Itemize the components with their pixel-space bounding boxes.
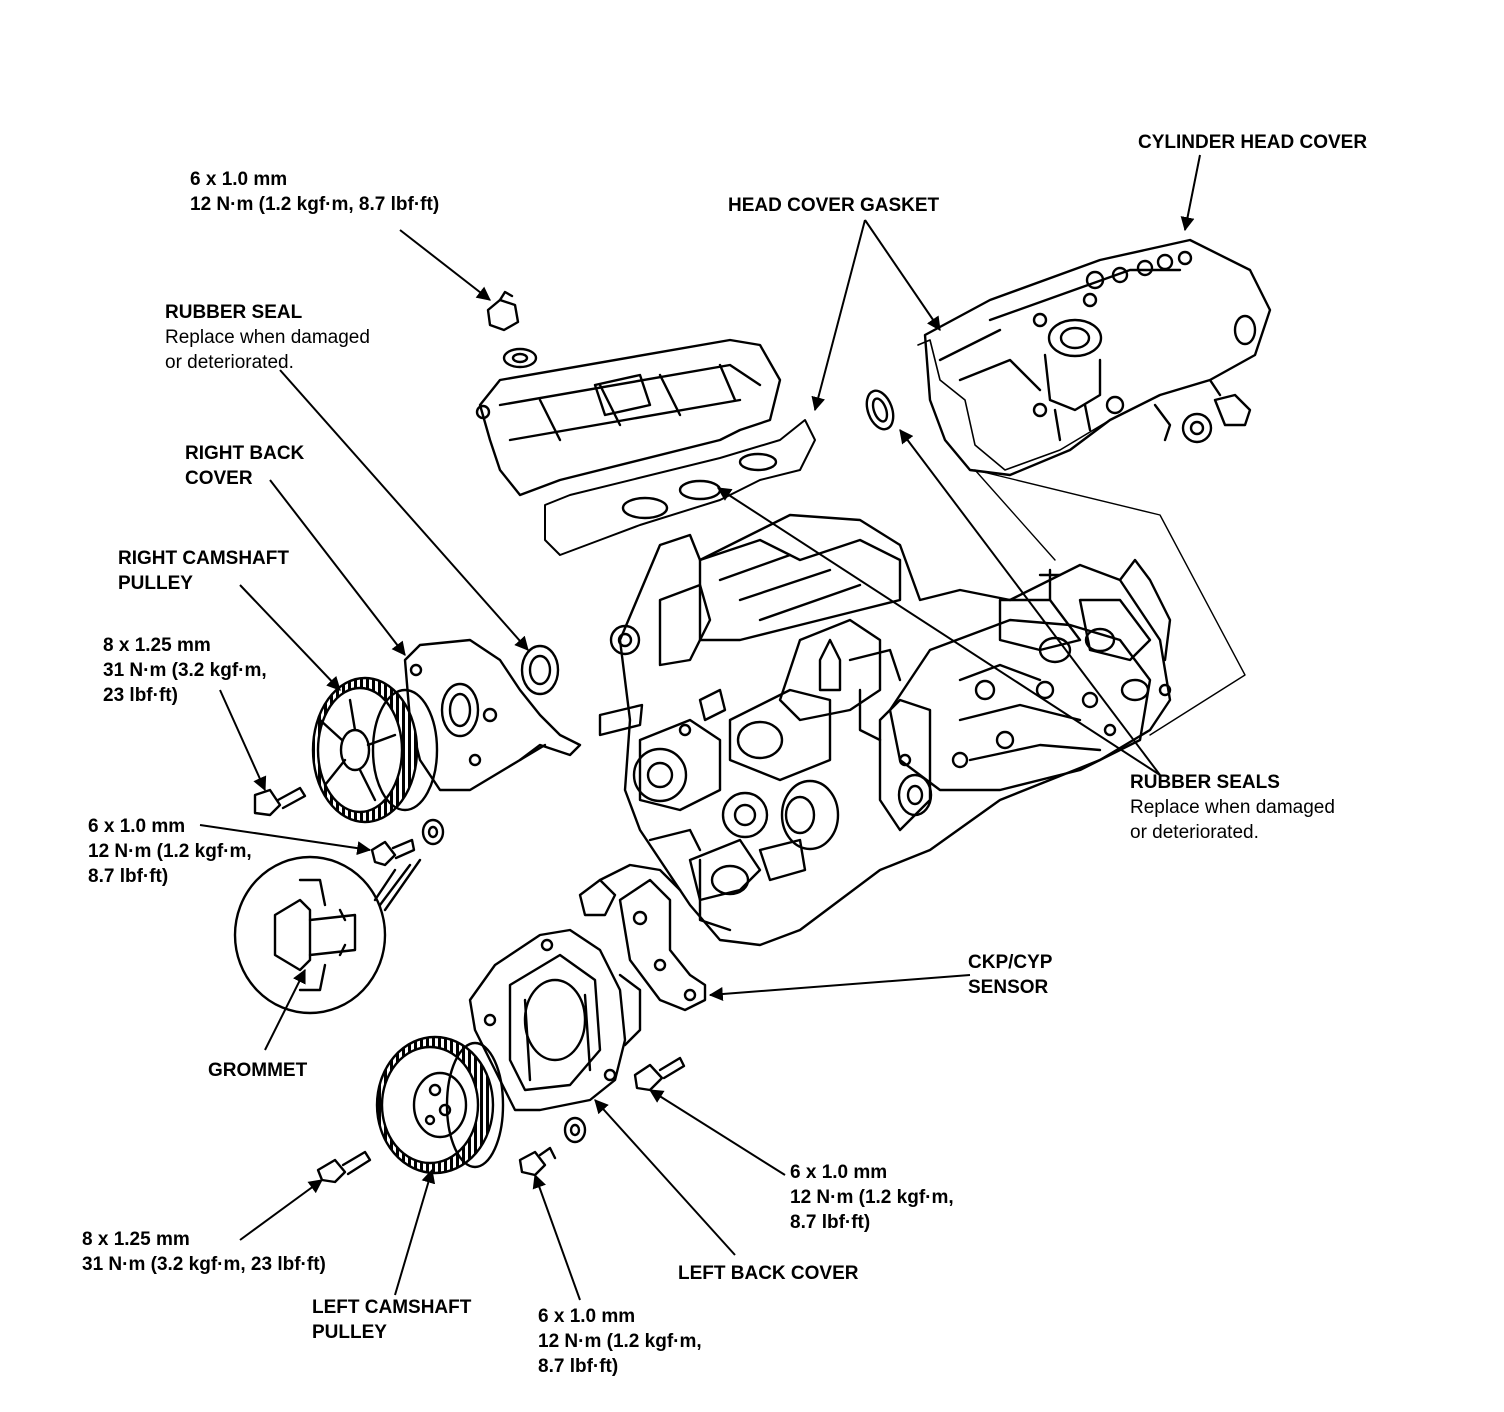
cylinder-head-cover-label: CYLINDER HEAD COVER bbox=[1138, 130, 1367, 155]
right-head-cover bbox=[475, 338, 816, 556]
part-name-text: HEAD COVER GASKET bbox=[728, 195, 940, 216]
bolt-size-text: 6 x 1.0 mm bbox=[538, 1306, 636, 1327]
torque-text: 31 N·m (3.2 kgf·m, bbox=[103, 660, 267, 681]
torque-text: 23 lbf·ft) bbox=[103, 685, 178, 706]
part-name-text: RUBBER SEAL bbox=[165, 302, 303, 323]
torque-text: 8.7 lbf·ft) bbox=[538, 1356, 619, 1377]
bolt-size-text: 6 x 1.0 mm bbox=[790, 1162, 888, 1183]
rubber-seals-label: RUBBER SEALS Replace when damaged or det… bbox=[1130, 770, 1335, 845]
note-text: or deteriorated. bbox=[1130, 822, 1259, 843]
bolt-sensor-label: 6 x 1.0 mm 12 N·m (1.2 kgf·m, 8.7 lbf·ft… bbox=[790, 1160, 954, 1235]
bolt-right-cover-label: 6 x 1.0 mm 12 N·m (1.2 kgf·m, 8.7 lbf·ft… bbox=[88, 814, 252, 889]
part-name-text: COVER bbox=[185, 468, 253, 489]
note-text: Replace when damaged bbox=[1130, 797, 1335, 818]
bolt-size-text: 6 x 1.0 mm bbox=[190, 169, 288, 190]
rubber-seal-label: RUBBER SEAL Replace when damaged or dete… bbox=[165, 300, 370, 375]
torque-text: 31 N·m (3.2 kgf·m, 23 lbf·ft) bbox=[82, 1254, 326, 1275]
bolt-left-pulley-label: 8 x 1.25 mm 31 N·m (3.2 kgf·m, 23 lbf·ft… bbox=[82, 1227, 326, 1277]
bolt-right-pulley-label: 8 x 1.25 mm 31 N·m (3.2 kgf·m, 23 lbf·ft… bbox=[103, 633, 267, 708]
bolt-size-text: 8 x 1.25 mm bbox=[82, 1229, 190, 1250]
bolt-left-cover-label: 6 x 1.0 mm 12 N·m (1.2 kgf·m, 8.7 lbf·ft… bbox=[538, 1304, 702, 1379]
left-camshaft-pulley bbox=[375, 1035, 505, 1175]
torque-text: 8.7 lbf·ft) bbox=[88, 866, 169, 887]
right-back-cover-label: RIGHT BACK COVER bbox=[185, 441, 304, 491]
left-head-cover bbox=[917, 238, 1272, 477]
part-name-text: RIGHT CAMSHAFT bbox=[118, 548, 289, 569]
bolt-head-cover-part bbox=[486, 290, 538, 369]
left-camshaft-pulley-label: LEFT CAMSHAFT PULLEY bbox=[312, 1295, 471, 1345]
torque-text: 12 N·m (1.2 kgf·m, bbox=[790, 1187, 954, 1208]
left-back-cover bbox=[468, 928, 642, 1112]
note-text: or deteriorated. bbox=[165, 352, 294, 373]
bolt-head-cover-label: 6 x 1.0 mm 12 N·m (1.2 kgf·m, 8.7 lbf·ft… bbox=[190, 167, 439, 217]
bolt-size-text: 8 x 1.25 mm bbox=[103, 635, 211, 656]
ckp-cyp-sensor-label: CKP/CYP SENSOR bbox=[968, 950, 1052, 1000]
part-name-text: PULLEY bbox=[312, 1322, 387, 1343]
head-cover-gasket-label: HEAD COVER GASKET bbox=[728, 193, 939, 218]
torque-text: 12 N·m (1.2 kgf·m, bbox=[538, 1331, 702, 1352]
part-name-text: GROMMET bbox=[208, 1060, 308, 1081]
leader-lines bbox=[199, 154, 1201, 1301]
ckp-cyp-sensor-part bbox=[578, 863, 707, 1012]
grommet-detail bbox=[233, 855, 422, 1015]
part-name-text: CKP/CYP bbox=[968, 952, 1053, 973]
right-camshaft-pulley-label: RIGHT CAMSHAFT PULLEY bbox=[118, 546, 289, 596]
part-name-text: CYLINDER HEAD COVER bbox=[1138, 132, 1368, 153]
left-back-cover-label: LEFT BACK COVER bbox=[678, 1261, 859, 1286]
part-name-text: PULLEY bbox=[118, 573, 193, 594]
bolt-right-pulley-part bbox=[253, 786, 307, 817]
note-text: Replace when damaged bbox=[165, 327, 370, 348]
part-name-text: RUBBER SEALS bbox=[1130, 772, 1280, 793]
torque-text: 8.7 lbf·ft) bbox=[790, 1212, 871, 1233]
grommet-label: GROMMET bbox=[208, 1058, 307, 1083]
part-name-text: LEFT BACK COVER bbox=[678, 1263, 859, 1284]
right-back-cover bbox=[403, 638, 582, 792]
torque-text: 12 N·m (1.2 kgf·m, 8.7 lbf·ft) bbox=[190, 194, 440, 215]
part-name-text: LEFT CAMSHAFT bbox=[312, 1297, 472, 1318]
engine-block bbox=[598, 513, 1172, 947]
part-name-text: SENSOR bbox=[968, 977, 1049, 998]
bolt-size-text: 6 x 1.0 mm bbox=[88, 816, 186, 837]
torque-text: 12 N·m (1.2 kgf·m, bbox=[88, 841, 252, 862]
part-name-text: RIGHT BACK bbox=[185, 443, 305, 464]
right-camshaft-pulley bbox=[311, 676, 439, 824]
